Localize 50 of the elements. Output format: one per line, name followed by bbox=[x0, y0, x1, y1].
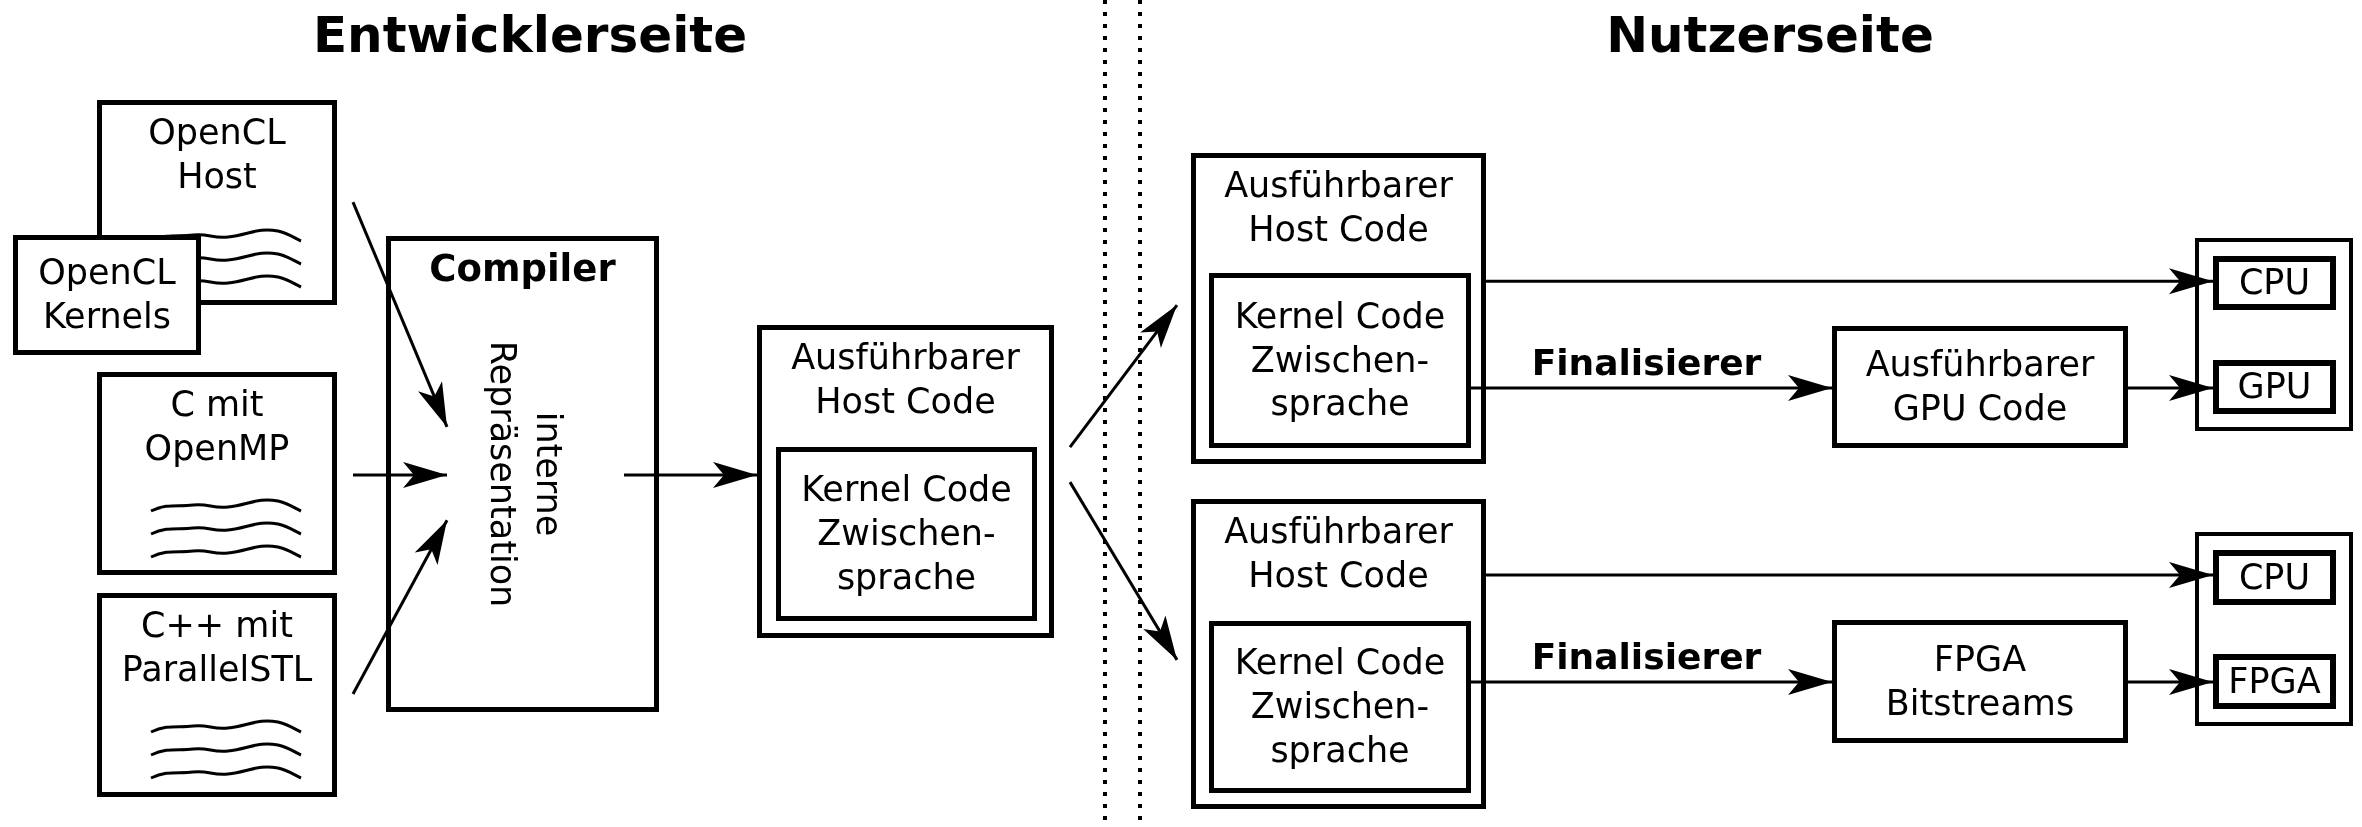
node-label: OpenCL Host bbox=[147, 111, 287, 198]
node-label: OpenCL Kernels bbox=[37, 251, 177, 338]
device-group-box bbox=[2195, 532, 2353, 726]
node-label: GPU bbox=[2236, 365, 2313, 409]
section-heading: Entwicklerseite bbox=[312, 6, 748, 64]
arrow bbox=[1068, 481, 1179, 661]
arrow bbox=[2128, 375, 2213, 401]
arrow bbox=[353, 461, 447, 488]
device-box bbox=[2213, 654, 2336, 709]
arrow bbox=[624, 461, 757, 488]
arrow bbox=[1486, 268, 2213, 295]
source-file-box bbox=[13, 235, 201, 355]
arrow bbox=[2128, 669, 2213, 695]
arrow bbox=[351, 519, 449, 695]
node-label: CPU bbox=[2237, 555, 2312, 599]
node-label: C mit OpenMP bbox=[143, 383, 291, 470]
kernel-box bbox=[1209, 273, 1471, 448]
box-heading: Compiler bbox=[429, 247, 616, 290]
node-label: C++ mit ParallelSTL bbox=[120, 604, 314, 691]
node-label: Ausführbarer GPU Code bbox=[1864, 343, 2096, 430]
node-label: Kernel Code Zwischen- sprache bbox=[1233, 641, 1447, 772]
device-group-box bbox=[2195, 238, 2353, 431]
section-heading: Nutzerseite bbox=[1606, 6, 1934, 64]
source-file-box bbox=[97, 593, 337, 797]
kernel-box bbox=[776, 447, 1037, 621]
arrow bbox=[1068, 304, 1179, 448]
rotated-label: interne Repräsentation bbox=[482, 339, 570, 610]
bitstream-box bbox=[1832, 620, 2128, 743]
program-box bbox=[1191, 499, 1486, 809]
node-label: FPGA Bitstreams bbox=[1884, 637, 2076, 725]
program-box bbox=[1832, 326, 2128, 448]
compiler-box bbox=[386, 236, 659, 712]
program-box bbox=[757, 325, 1054, 638]
device-box bbox=[2213, 360, 2336, 414]
device-box bbox=[2213, 256, 2336, 310]
node-label: CPU bbox=[2237, 261, 2312, 305]
program-box bbox=[1191, 153, 1486, 464]
device-box bbox=[2213, 550, 2336, 605]
kernel-box bbox=[1209, 621, 1471, 793]
arrow bbox=[1471, 375, 1832, 401]
node-label: Ausführbarer Host Code bbox=[790, 336, 1021, 423]
node-label: Kernel Code Zwischen- sprache bbox=[800, 468, 1013, 599]
node-label: FPGA bbox=[2227, 659, 2322, 703]
node-label: Ausführbarer Host Code bbox=[1223, 510, 1454, 597]
arrow bbox=[1471, 669, 1832, 696]
node-label: Ausführbarer Host Code bbox=[1223, 164, 1454, 251]
source-file-box bbox=[97, 372, 337, 575]
arrow bbox=[1486, 561, 2213, 588]
arrow bbox=[351, 201, 449, 428]
node-label: Kernel Code Zwischen- sprache bbox=[1233, 294, 1447, 426]
